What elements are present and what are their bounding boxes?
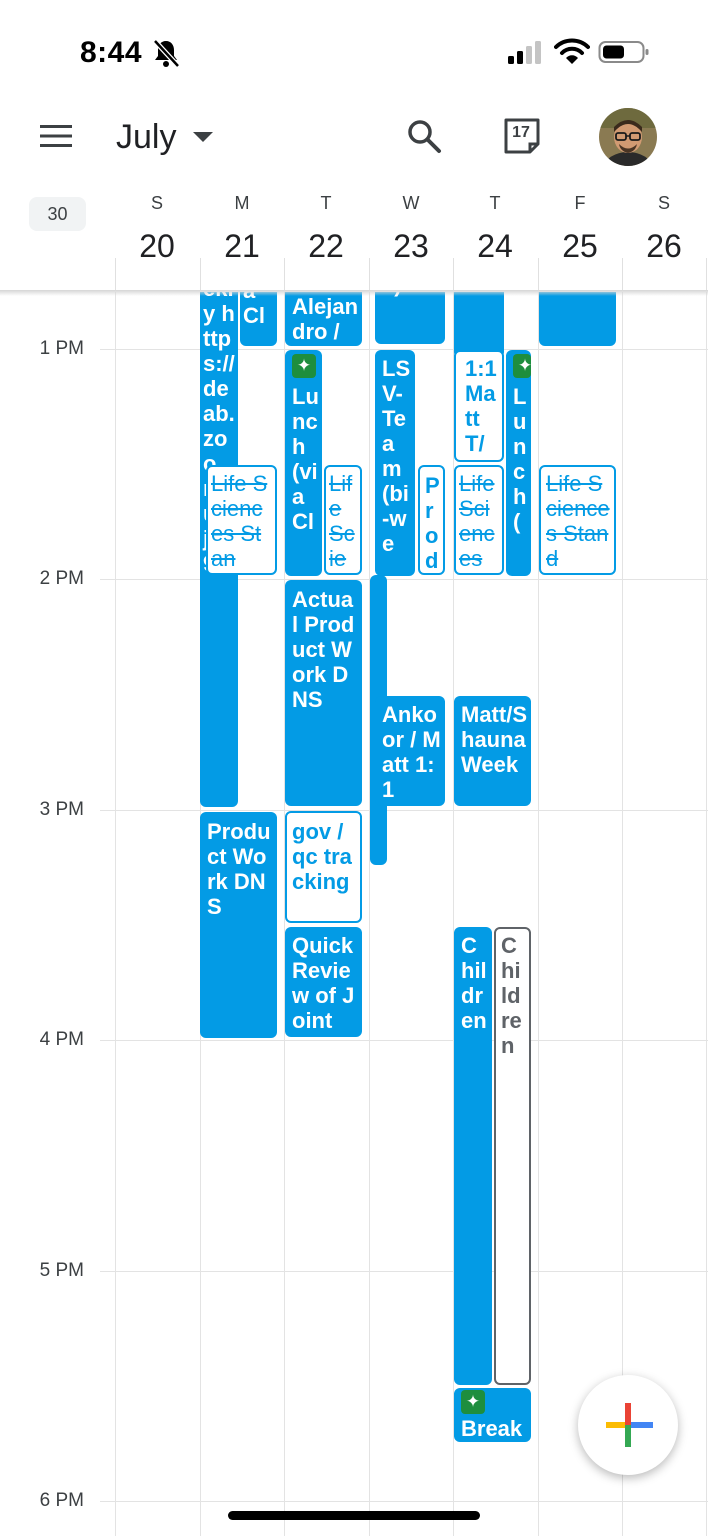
- day-of-week: T: [489, 193, 501, 213]
- day-of-week: W: [402, 193, 420, 213]
- event-matt-shauna[interactable]: Matt/Shauna Week: [454, 696, 531, 806]
- day-of-week: F: [574, 193, 586, 213]
- event-life-sciences[interactable]: Life Sciences Stand: [539, 465, 616, 575]
- event-lunch-label: Lunch (via Cl: [292, 384, 319, 534]
- wifi-icon: [554, 38, 590, 64]
- event-thu-top[interactable]: uct: [454, 292, 504, 358]
- today-number[interactable]: 17: [512, 124, 530, 141]
- sparkle-icon: [292, 354, 316, 378]
- day-number[interactable]: 21: [224, 228, 260, 264]
- event-children[interactable]: Children: [454, 927, 492, 1385]
- hour-label: 6 PM: [39, 1490, 84, 1511]
- avatar-photo: [599, 108, 657, 166]
- hour-label: 5 PM: [39, 1260, 84, 1281]
- event-fri-top[interactable]: [539, 292, 616, 346]
- week-grid[interactable]: 1 PM 2 PM 3 PM 4 PM 5 PM 6 PM ekly https…: [0, 292, 708, 1536]
- event-life-sciences[interactable]: Life Sciences: [454, 465, 504, 575]
- sparkle-icon: [461, 1390, 485, 1414]
- event-life-sciences[interactable]: Life Scie: [324, 465, 362, 575]
- day-line: [538, 292, 539, 1536]
- event-cl[interactable]: a Cl: [240, 292, 277, 346]
- column-divider: [284, 258, 285, 290]
- event-actual-product-work[interactable]: Actual Product Work DNS: [285, 580, 362, 806]
- search-icon[interactable]: [406, 118, 442, 154]
- hour-label: 4 PM: [39, 1029, 84, 1050]
- header-shadow: [0, 290, 708, 296]
- plus-icon: [606, 1403, 653, 1447]
- event-one-on-one[interactable]: 1:1 Matt T/: [454, 350, 504, 462]
- hour-label: 1 PM: [39, 338, 84, 359]
- day-of-week: M: [234, 193, 250, 213]
- day-number[interactable]: 22: [308, 228, 344, 264]
- event-prod[interactable]: Prod: [418, 465, 445, 575]
- day-number[interactable]: 20: [139, 228, 175, 264]
- event-ankoor-matt[interactable]: Ankoor / Matt 1:1: [375, 696, 445, 806]
- hour-line: [100, 1040, 708, 1041]
- day-of-week: S: [150, 193, 163, 213]
- hour-label: 2 PM: [39, 568, 84, 589]
- week-number-badge: 30: [29, 197, 86, 231]
- event-product-work[interactable]: Product Work DNS: [200, 812, 277, 1038]
- event-lunch[interactable]: Lunch (via Cl: [285, 350, 322, 576]
- event-wed-top[interactable]: e): [375, 292, 445, 344]
- column-divider: [706, 258, 707, 290]
- event-children-tentative[interactable]: Children: [494, 927, 531, 1385]
- day-of-week: T: [320, 193, 332, 213]
- day-line: [706, 292, 707, 1536]
- day-number[interactable]: 23: [393, 228, 429, 264]
- column-divider: [200, 258, 201, 290]
- event-alejandro[interactable]: Alejandro /: [285, 292, 362, 346]
- day-number[interactable]: 26: [646, 228, 682, 264]
- caret-down-icon[interactable]: [193, 132, 213, 142]
- hour-line: [100, 1501, 708, 1502]
- day-of-week: S: [657, 193, 670, 213]
- event-lsv-team[interactable]: LSV-Team (bi-we: [375, 350, 415, 576]
- signal-icon: [508, 41, 541, 64]
- event-lunch-label: Lunch (: [513, 384, 527, 534]
- column-divider: [622, 258, 623, 290]
- day-line: [284, 292, 285, 1536]
- day-number[interactable]: 25: [562, 228, 598, 264]
- sparkle-icon: [513, 354, 531, 378]
- event-gov-qc-tracking[interactable]: gov / qc tracking: [285, 811, 362, 923]
- home-indicator[interactable]: [228, 1511, 480, 1520]
- event-break[interactable]: Break: [454, 1388, 531, 1442]
- hour-line: [100, 349, 708, 350]
- column-divider: [115, 258, 116, 290]
- event-quick-review[interactable]: Quick Review of Joint: [285, 927, 362, 1037]
- event-lunch[interactable]: Lunch (: [506, 350, 531, 576]
- column-divider: [453, 258, 454, 290]
- day-line: [622, 292, 623, 1536]
- month-title[interactable]: July: [116, 118, 177, 156]
- day-line: [453, 292, 454, 1536]
- hour-label: 3 PM: [39, 799, 84, 820]
- calendar-today-icon[interactable]: [502, 116, 542, 156]
- event-break-label: Break: [461, 1416, 523, 1441]
- menu-icon[interactable]: [38, 122, 74, 150]
- create-event-button[interactable]: [578, 1375, 678, 1475]
- hour-line: [100, 810, 708, 811]
- bell-slash-icon: [153, 39, 180, 68]
- avatar[interactable]: [599, 108, 657, 166]
- day-line: [115, 292, 116, 1536]
- battery-icon: [598, 41, 649, 63]
- hour-line: [100, 579, 708, 580]
- column-divider: [538, 258, 539, 290]
- day-number[interactable]: 24: [477, 228, 513, 264]
- status-time: 8:44: [80, 36, 143, 69]
- column-divider: [369, 258, 370, 290]
- event-life-sciences[interactable]: Life Sciences Stan: [206, 465, 277, 575]
- hour-line: [100, 1271, 708, 1272]
- day-line: [369, 292, 370, 1536]
